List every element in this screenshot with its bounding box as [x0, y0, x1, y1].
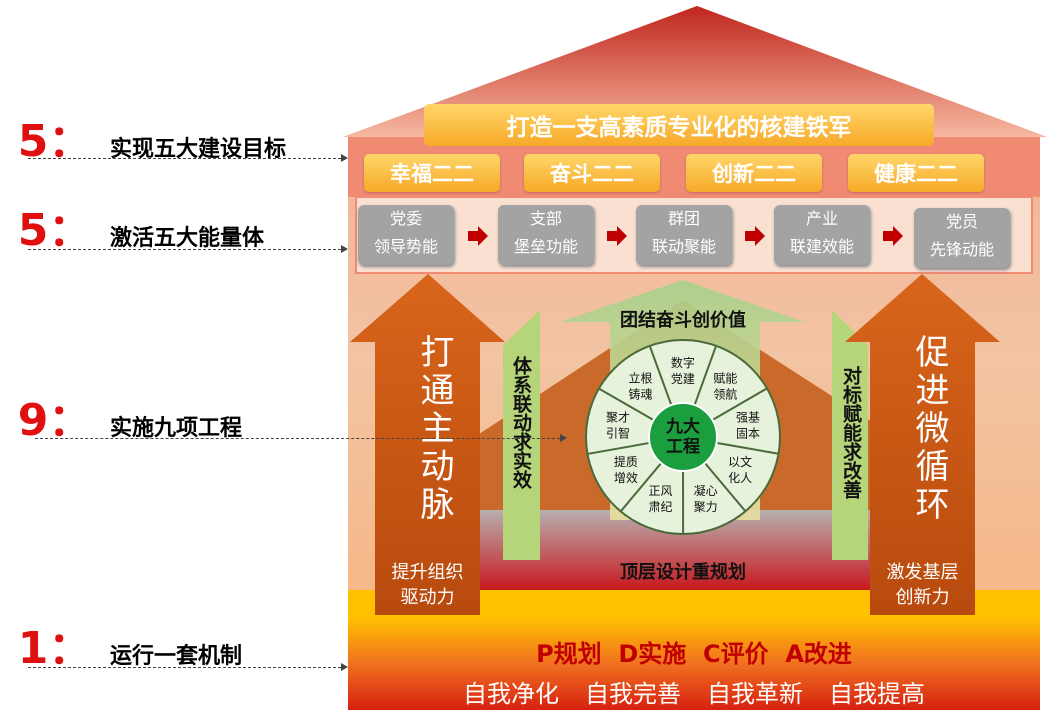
- wheel-spoke: [648, 345, 673, 406]
- label-text: 运行一套机制: [110, 644, 243, 669]
- wheel-item-label: 提质: [614, 454, 638, 469]
- energy-top: 党员: [945, 212, 978, 231]
- wheel-item-label: 化人: [728, 471, 752, 485]
- label-number: 1：: [17, 623, 93, 674]
- energy-box: 党委领导势能: [358, 205, 454, 265]
- green-top-label: 团结奋斗创价值: [620, 310, 746, 331]
- right-arrow-sub: 激发基层创新力: [870, 560, 975, 610]
- wheel-spoke: [704, 462, 747, 512]
- left-arrow-title: 打通主动脉: [414, 334, 454, 524]
- sub-line: 激发基层: [886, 562, 959, 583]
- pointer-arrow: [28, 245, 348, 253]
- sub-line: 创新力: [895, 587, 950, 608]
- energy-top: 支部: [529, 209, 562, 228]
- pointer-arrow: [35, 434, 567, 442]
- wheel-spoke: [619, 462, 662, 513]
- wheel-item-label: 正风: [648, 484, 672, 498]
- sub-line: 驱动力: [400, 587, 455, 608]
- green-left-label: 体系联动求实效: [510, 356, 532, 489]
- label-number: 9：: [17, 395, 93, 446]
- goal-box: 健康二二: [848, 154, 984, 192]
- goal-box: 创新二二: [686, 154, 822, 192]
- wheel-item-label: 增效: [614, 470, 638, 485]
- pointer-arrow: [28, 154, 348, 162]
- wheel-spoke: [711, 387, 768, 421]
- self-item: 自我净化: [463, 680, 559, 708]
- energy-bottom: 领导势能: [373, 237, 438, 256]
- wheel-center-label: 九大工程: [666, 417, 700, 457]
- label-text: 实现五大建设目标: [110, 137, 287, 162]
- base-label: 顶层设计重规划: [620, 562, 746, 583]
- energy-bottom: 先锋动能: [929, 240, 994, 259]
- label-mechanism: 1： 运行一套机制: [0, 612, 242, 676]
- label-text: 实施九项工程: [110, 416, 243, 441]
- goal-box: 奋斗二二: [524, 154, 660, 192]
- energy-box: 产业联建效能: [774, 205, 870, 265]
- wheel-item-label: 强基: [736, 410, 760, 424]
- wheel-item-label: 引智: [606, 426, 630, 441]
- energy-box: 支部堡垒功能: [498, 205, 594, 265]
- wheel-spoke: [587, 441, 650, 455]
- self-item: 自我提高: [829, 680, 925, 708]
- wheel-item-label: 肃纪: [648, 500, 672, 514]
- wheel-item-label: 领航: [713, 386, 737, 401]
- energy-top: 产业: [805, 209, 838, 228]
- wheel-item-label: 党建: [671, 371, 695, 386]
- wheel-spoke: [716, 441, 779, 455]
- green-arrow-right: [832, 310, 868, 560]
- energy-top: 党委: [389, 209, 422, 228]
- orange-arrow-left: [350, 274, 505, 615]
- wheel-center-label-box: 九大工程: [649, 403, 717, 471]
- self-improvement-row: 自我净化自我完善自我革新自我提高: [348, 674, 1040, 709]
- wheel-item-label: 数字: [671, 355, 695, 370]
- green-arrow-left: [503, 310, 540, 560]
- right-arrow-title: 促进微循环: [909, 334, 949, 524]
- label-number: 5：: [17, 205, 93, 256]
- energy-bottom: 联动聚能: [651, 237, 716, 256]
- wheel-item-label: 聚力: [694, 500, 718, 514]
- wheel-item-label: 凝心: [694, 483, 718, 498]
- energy-top: 群团: [667, 209, 700, 228]
- wheel-item-label: 固本: [736, 426, 760, 440]
- wheel-item-label: 赋能: [713, 371, 737, 385]
- left-arrow-sub: 提升组织驱动力: [375, 560, 480, 610]
- energy-box: 党员先锋动能: [914, 208, 1010, 268]
- energy-bottom: 堡垒功能: [513, 237, 578, 256]
- self-item: 自我革新: [707, 680, 803, 708]
- pointer-arrow: [28, 663, 348, 671]
- energy-bottom: 联建效能: [789, 237, 854, 256]
- goal-box: 幸福二二: [364, 154, 500, 192]
- self-item: 自我完善: [585, 680, 681, 708]
- label-goals: 5： 实现五大建设目标: [0, 105, 286, 169]
- wheel-item-label: 聚才: [606, 411, 630, 425]
- label-projects: 9： 实施九项工程: [0, 384, 242, 448]
- roof-title: 打造一支高素质专业化的核建铁军: [424, 104, 934, 146]
- wheel-item-label: 铸魂: [629, 386, 653, 401]
- sub-line: 提升组织: [391, 562, 464, 583]
- label-energy: 5： 激活五大能量体: [0, 194, 264, 258]
- pdca-cycle: P规划 D实施 C评价 A改进: [536, 640, 852, 668]
- energy-box: 群团联动聚能: [636, 205, 732, 265]
- orange-arrow-right: [845, 274, 1000, 615]
- label-text: 激活五大能量体: [110, 226, 265, 251]
- green-right-label: 对标赋能求改善: [840, 366, 862, 499]
- wheel-spoke: [598, 387, 655, 421]
- wheel-spoke: [693, 345, 718, 406]
- wheel-item-label: 以文: [728, 454, 752, 469]
- wheel-center: [648, 402, 718, 472]
- wheel-item-label: 立根: [629, 370, 653, 385]
- label-number: 5：: [17, 116, 93, 167]
